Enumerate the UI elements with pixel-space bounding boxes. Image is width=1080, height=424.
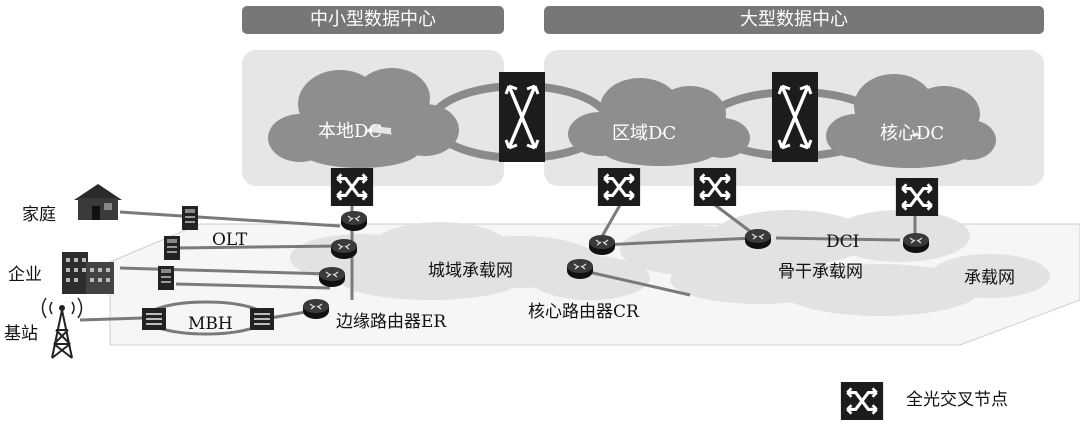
metro-network-label: 城域承载网 [428, 261, 513, 281]
enterprise-building-icon [62, 252, 114, 294]
router-icon [902, 232, 930, 254]
core-router-label: 核心路由器CR [528, 302, 639, 322]
local-dc-label: 本地DC [318, 121, 383, 142]
olt-device-icon [182, 206, 198, 230]
router-icon [302, 298, 330, 320]
house-icon [74, 184, 122, 220]
backbone-network-label: 骨干承载网 [778, 262, 863, 282]
oxc-node-icon [693, 168, 737, 206]
oxc-node-icon [895, 178, 939, 216]
mbh-label: MBH [188, 314, 233, 334]
small-medium-dc-header: 中小型数据中心 [242, 6, 504, 34]
oxc-node-icon [330, 168, 374, 206]
oxc-node-icon [499, 72, 545, 162]
legend-oxc-label: 全光交叉节点 [906, 390, 1008, 410]
router-icon [330, 238, 358, 260]
core-dc-cloud [826, 74, 996, 168]
oxc-node-icon [772, 72, 818, 162]
router-icon [566, 258, 594, 280]
oxc-node-icon [597, 168, 641, 206]
router-icon [318, 266, 346, 288]
large-dc-header: 大型数据中心 [544, 6, 1044, 34]
olt-label: OLT [212, 230, 248, 250]
metro-network-cloud [290, 222, 650, 300]
local-dc-cloud [268, 68, 459, 168]
olt-device-icon [158, 266, 174, 290]
router-icon [340, 210, 368, 232]
mbh-device-icon [250, 308, 274, 330]
base-station-label: 基站 [4, 324, 38, 344]
carrier-network-label: 承载网 [964, 268, 1015, 288]
router-icon [588, 234, 616, 256]
core-dc-label: 核心DC [880, 123, 945, 144]
edge-router-label: 边缘路由器ER [336, 312, 447, 332]
links [79, 200, 917, 322]
home-label: 家庭 [22, 205, 56, 225]
dci-label: DCI [826, 232, 860, 252]
mbh-device-icon [142, 308, 166, 330]
legend-oxc-icon [839, 382, 885, 420]
regional-dc-cloud [568, 78, 750, 166]
router-icon [744, 228, 772, 250]
olt-device-icon [164, 236, 180, 260]
regional-dc-label: 区域DC [612, 123, 677, 144]
base-station-tower-icon [41, 297, 83, 359]
enterprise-label: 企业 [8, 265, 42, 285]
